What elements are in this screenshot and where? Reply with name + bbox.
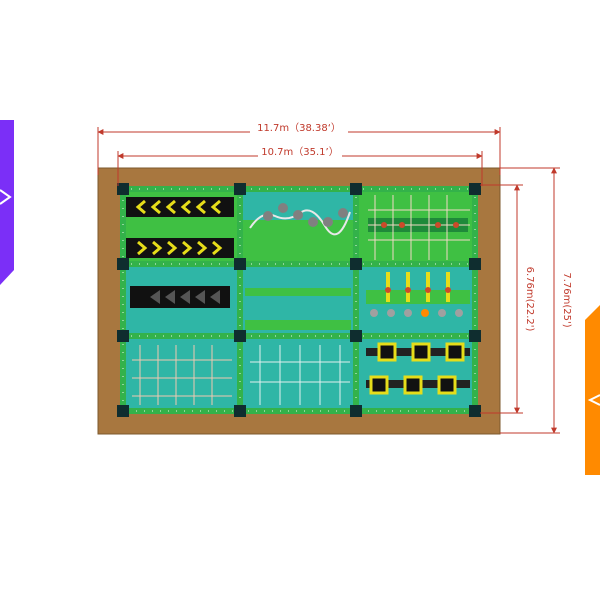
- accent-shape-right: [585, 305, 600, 475]
- frame-pillars: [117, 183, 481, 417]
- dimension-inner-width: 10.7m（35.1’）: [261, 146, 338, 158]
- frame-rungs: [122, 188, 476, 412]
- module-hanging-pegs: [356, 264, 478, 336]
- module-stepping-blocks: [356, 336, 478, 414]
- module-rope-grid: [356, 186, 478, 264]
- dimension-outer-depth: 7.76m(25'): [561, 272, 572, 327]
- module-open-lane: [240, 264, 356, 336]
- accent-shape-left: [0, 120, 14, 285]
- module-wave-balls: [240, 186, 356, 264]
- dimension-outer-width: 11.7m（38.38‘）: [257, 122, 341, 134]
- module-tunnel: [120, 264, 240, 336]
- chevron-left-icon: [135, 199, 221, 215]
- chevron-right-icon: [137, 240, 223, 256]
- module-chevron-lanes: [120, 186, 240, 264]
- dimension-inner-depth: 6.76m(22.2'): [524, 267, 535, 332]
